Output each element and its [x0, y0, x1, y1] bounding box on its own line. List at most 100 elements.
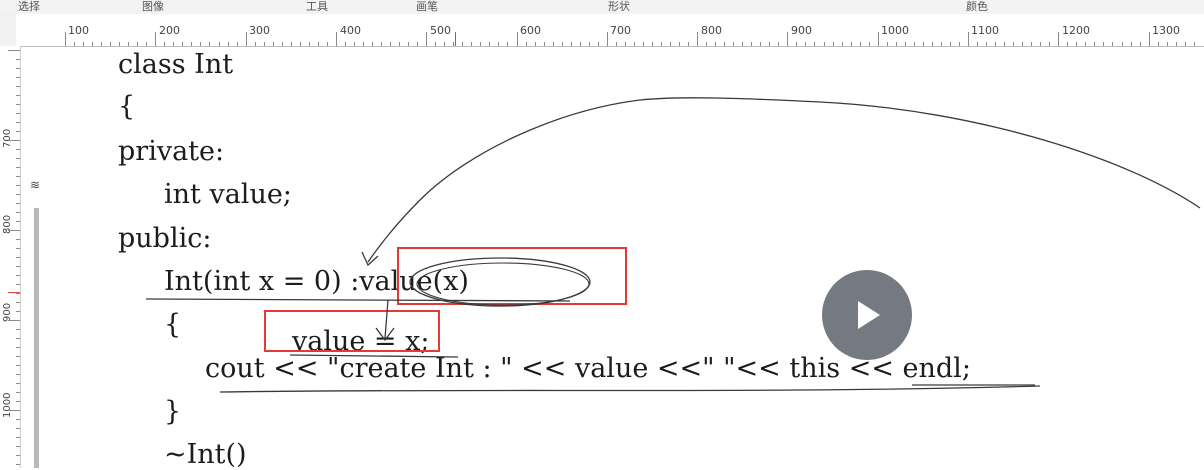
ruler-tick: [850, 42, 852, 46]
ruler-tick: [940, 42, 942, 46]
ruler-tick: [588, 42, 590, 46]
ruler-tick: [155, 32, 157, 46]
ruler-tick: [16, 311, 20, 312]
ruler-tick: [16, 329, 20, 330]
menu-item-tools[interactable]: 工具: [306, 0, 328, 13]
ruler-tick: [579, 42, 581, 46]
ruler-tick: [922, 42, 924, 46]
ruler-tick: [16, 86, 20, 87]
ruler-tick: [16, 446, 20, 447]
ruler-tick: [706, 42, 708, 46]
cursor-position-tick: [455, 32, 456, 46]
vertical-scrollbar[interactable]: [34, 208, 39, 468]
ruler-tick: [16, 77, 20, 78]
ruler-tick: [977, 42, 979, 46]
ruler-label: 1000: [881, 24, 909, 37]
ruler-tick: [1031, 42, 1033, 46]
ruler-label: 900: [791, 24, 812, 37]
ruler-tick: [16, 221, 20, 222]
ruler-tick: [1076, 42, 1078, 46]
menu-item-shapes[interactable]: 形状: [608, 0, 630, 13]
menu-item-image[interactable]: 图像: [142, 0, 164, 13]
ruler-tick: [606, 32, 608, 46]
ruler-tick: [16, 194, 20, 195]
highlight-box: [264, 310, 440, 352]
ruler-tick: [236, 42, 238, 46]
ruler-tick: [1166, 42, 1168, 46]
ruler-tick: [489, 42, 491, 46]
ruler-tick: [1004, 42, 1006, 46]
ruler-tick: [534, 42, 536, 46]
play-button[interactable]: [822, 270, 912, 360]
ruler-tick: [986, 42, 988, 46]
ruler-tick: [751, 42, 753, 46]
ruler-tick: [8, 50, 20, 51]
menu-item-colors[interactable]: 颜色: [966, 0, 988, 13]
ruler-tick: [353, 42, 355, 46]
ruler-tick: [895, 42, 897, 46]
ruler-tick: [633, 42, 635, 46]
ruler-tick: [16, 203, 20, 204]
ruler-tick: [417, 42, 419, 46]
ruler-tick: [362, 42, 364, 46]
ruler-tick: [697, 32, 699, 46]
ruler-label: 400: [340, 24, 361, 37]
code-line: public:: [118, 223, 212, 254]
ruler-tick: [101, 42, 103, 46]
ruler-tick: [16, 167, 20, 168]
ruler-tick: [877, 32, 879, 46]
ruler-tick: [651, 42, 653, 46]
ruler-tick: [1157, 42, 1159, 46]
menu-item-select[interactable]: 选择: [18, 0, 40, 13]
ruler-tick: [16, 455, 20, 456]
ruler-tick: [164, 42, 166, 46]
ruler-tick: [742, 42, 744, 46]
ruler-tick: [1040, 42, 1042, 46]
ruler-tick: [83, 42, 85, 46]
ruler-tick: [254, 42, 256, 46]
ruler-tick: [841, 42, 843, 46]
ruler-tick: [16, 257, 20, 258]
ruler-tick: [913, 42, 915, 46]
ruler-label: 300: [249, 24, 270, 37]
ruler-tick: [886, 42, 888, 46]
ruler-tick: [805, 42, 807, 46]
ruler-tick: [16, 383, 20, 384]
ruler-tick: [597, 42, 599, 46]
menu-item-brush[interactable]: 画笔: [416, 0, 438, 13]
code-line: {: [118, 91, 136, 122]
ruler-tick: [263, 42, 265, 46]
ruler-tick: [209, 42, 211, 46]
ruler-tick: [516, 32, 518, 46]
ruler-tick: [16, 302, 20, 303]
ruler-tick: [561, 42, 563, 46]
ruler-tick: [769, 42, 771, 46]
ruler-tick: [16, 59, 20, 60]
ruler-tick: [444, 42, 446, 46]
ruler-tick: [335, 32, 337, 46]
ruler-tick: [191, 42, 193, 46]
horizontal-ruler: 100 200 300 400 500 600 700 800 900 1000…: [16, 14, 1204, 47]
ruler-tick: [787, 32, 789, 46]
ruler-tick: [570, 42, 572, 46]
ruler-tick: [173, 42, 175, 46]
ruler-tick: [1112, 42, 1114, 46]
ruler-tick: [1139, 42, 1141, 46]
ruler-tick: [624, 42, 626, 46]
underline-stroke: [145, 298, 571, 302]
ruler-tick: [16, 104, 20, 105]
underline-stroke: [289, 354, 459, 358]
ruler-tick: [16, 392, 20, 393]
ruler-tick: [995, 42, 997, 46]
collapse-handle-icon[interactable]: ≋: [30, 178, 41, 192]
ruler-tick: [1193, 42, 1195, 46]
ruler-label: 1100: [971, 24, 999, 37]
ruler-tick: [119, 42, 121, 46]
ruler-tick: [1121, 42, 1123, 46]
ruler-tick: [552, 42, 554, 46]
drawing-canvas[interactable]: class Int { private: int value; public: …: [40, 47, 1204, 470]
ruler-tick: [245, 32, 247, 46]
ruler-tick: [8, 320, 20, 321]
ruler-tick: [16, 239, 20, 240]
